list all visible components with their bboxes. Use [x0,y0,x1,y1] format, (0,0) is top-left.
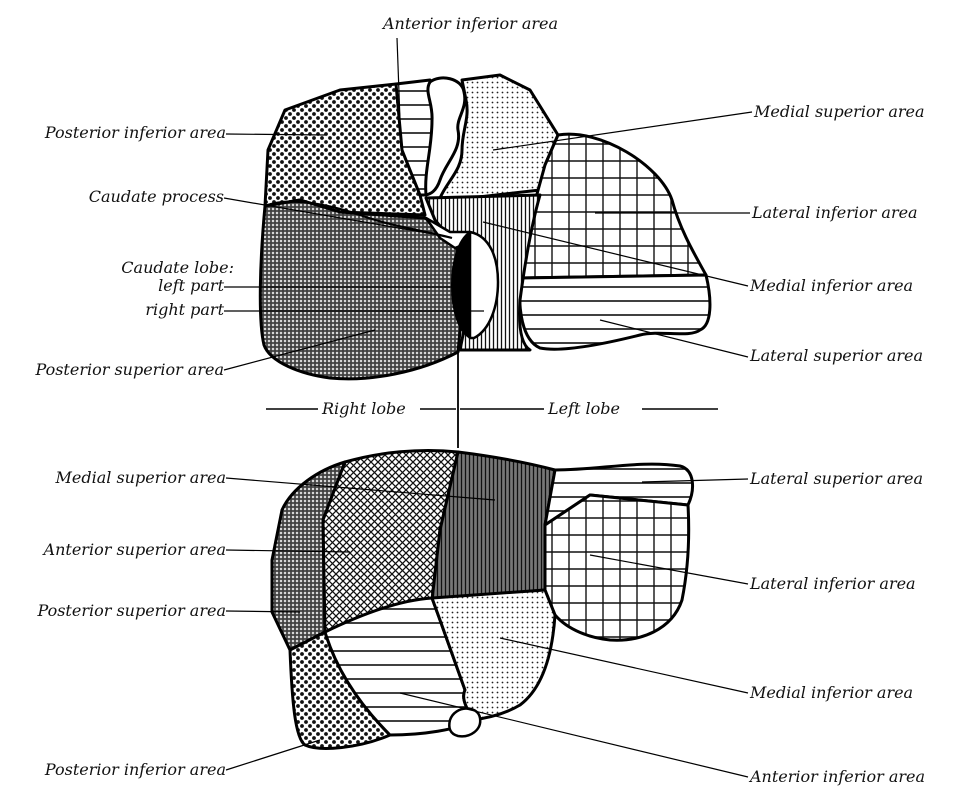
label-bottom-lateral-inferior-area: Lateral inferior area [750,575,916,593]
leader-bottom-anterior-inferior [400,693,748,777]
label-top-posterior-inferior-area: Posterior inferior area [8,124,226,142]
label-bottom-lateral-superior-area: Lateral superior area [750,470,923,488]
top-lateral-superior-region [520,275,710,349]
bottom-lateral-inferior-region [545,495,689,640]
label-top-anterior-inferior-area: Anterior inferior area [383,15,558,33]
top-lateral-inferior-region [520,134,706,278]
label-top-medial-superior-area: Medial superior area [754,103,925,121]
label-right-lobe: Right lobe [322,400,406,418]
label-bottom-anterior-superior-area: Anterior superior area [4,541,226,559]
top-liver-view [260,75,710,379]
label-top-left-part: left part [8,277,224,295]
label-bottom-posterior-inferior-area: Posterior inferior area [4,761,226,779]
label-bottom-posterior-superior-area: Posterior superior area [4,602,226,620]
label-top-caudate-lobe: Caudate lobe: [8,259,234,277]
label-top-posterior-superior-area: Posterior superior area [4,361,224,379]
bottom-liver-view [272,450,693,748]
label-top-lateral-superior-area: Lateral superior area [750,347,923,365]
label-left-lobe: Left lobe [548,400,620,418]
label-top-lateral-inferior-area: Lateral inferior area [752,204,918,222]
label-bottom-medial-superior-area: Medial superior area [6,469,226,487]
label-bottom-medial-inferior-area: Medial inferior area [750,684,913,702]
label-bottom-anterior-inferior-area: Anterior inferior area [750,768,925,786]
label-top-caudate-process: Caudate process [8,188,224,206]
label-top-medial-inferior-area: Medial inferior area [750,277,913,295]
bottom-gallbladder-tip [449,708,480,736]
leader-bottom-posterior-inferior [226,740,320,770]
label-top-right-part: right part [8,301,224,319]
